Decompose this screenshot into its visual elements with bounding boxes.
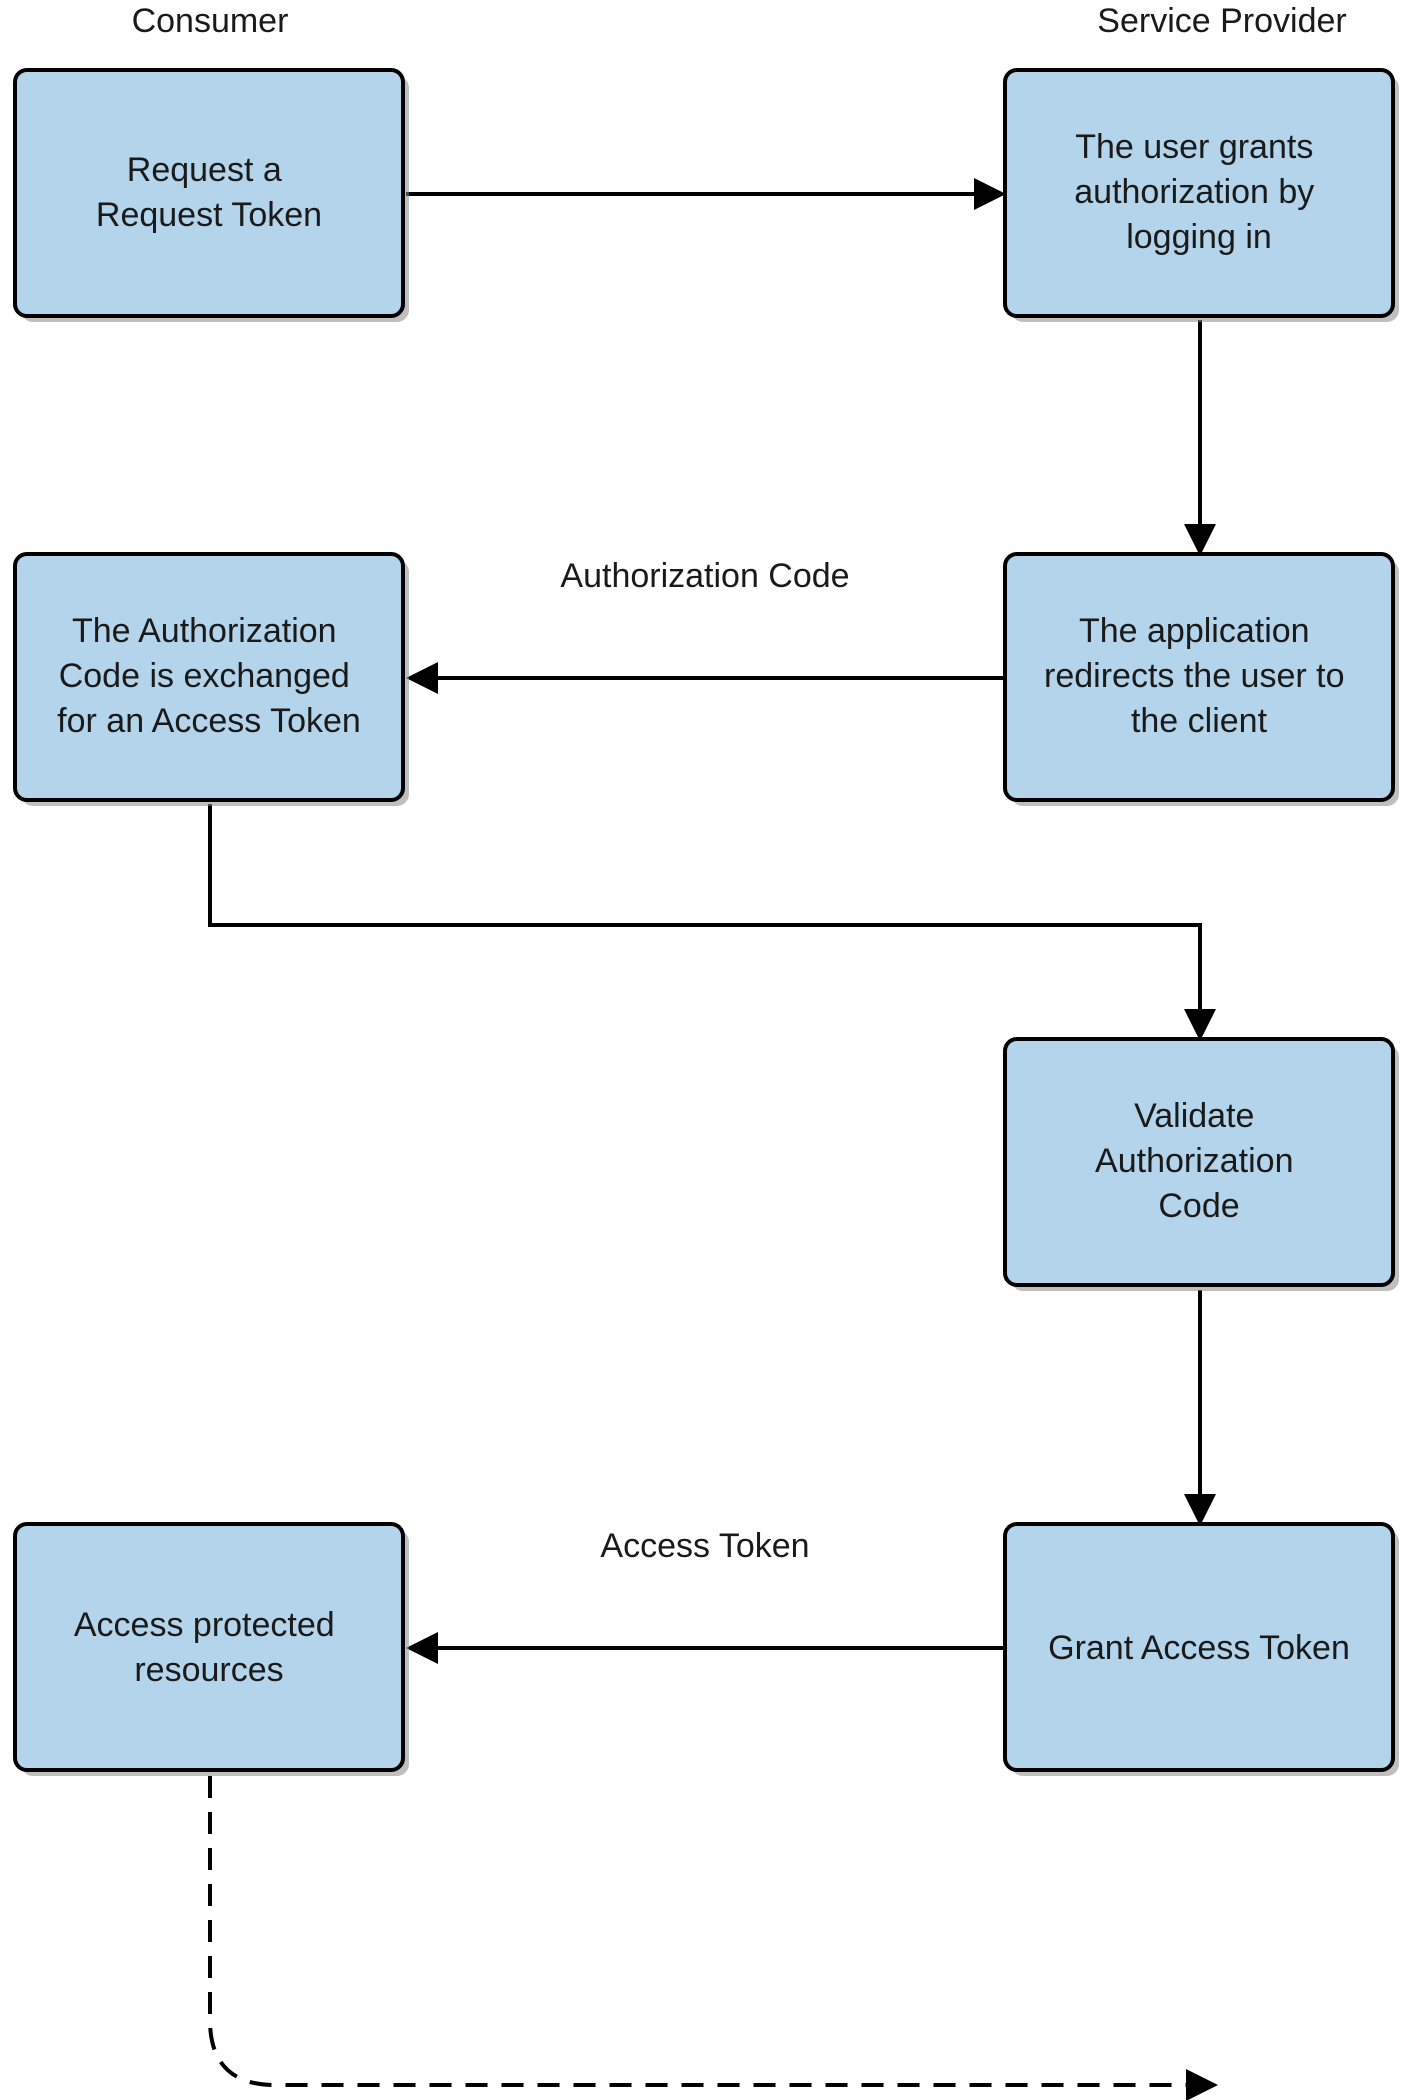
node-text-line: Access protected (74, 1606, 335, 1644)
node-text-line: logging in (1126, 218, 1272, 256)
node-text-line: The user grants (1075, 128, 1313, 166)
node-user-grants-authorization: The user grants authorization by logging… (1003, 68, 1399, 322)
svg-text:Grant Access Token: Grant Access Token (1048, 1629, 1350, 1667)
node-text-line: Authorization (1095, 1142, 1293, 1180)
node-text-line: Grant Access Token (1048, 1629, 1350, 1667)
node-text-line: redirects the user to (1044, 657, 1344, 695)
node-text-line: resources (134, 1651, 283, 1689)
arrow-exchange-to-validate (208, 804, 1216, 1041)
node-text-line: The application (1079, 612, 1310, 650)
node-exchange-code: The Authorization Code is exchanged for … (13, 552, 409, 806)
node-validate-code: Validate Authorization Code (1003, 1037, 1399, 1291)
svg-text:The Authorization Code i: The Authorization Code is exchanged for … (57, 612, 361, 740)
node-access-protected-resources: Access protected resources (13, 1522, 409, 1776)
node-text-line: Request a (127, 151, 282, 189)
edge-label-authorization-code: Authorization Code (560, 557, 849, 595)
lane-title-consumer: Consumer (132, 2, 289, 40)
node-grant-access-token: Grant Access Token (1003, 1522, 1399, 1776)
node-text-line: authorization by (1074, 173, 1314, 211)
node-redirect-to-client: The application redirects the user to th… (1003, 552, 1399, 806)
node-text-line: the client (1131, 702, 1268, 740)
svg-text:Access protected resourc: Access protected resources (74, 1606, 344, 1689)
svg-text:Request a Request Token: Request a Request Token (96, 151, 322, 234)
node-text-line: The Authorization (72, 612, 337, 650)
node-text-line: Code (1158, 1187, 1239, 1225)
node-text-line: Request Token (96, 196, 322, 234)
lane-title-service-provider: Service Provider (1097, 2, 1346, 40)
dashed-arrow-access-continues (208, 1776, 1218, 2100)
svg-text:Validate Authorization: Validate Authorization Code (1095, 1097, 1303, 1225)
node-text-line: for an Access Token (57, 702, 361, 740)
edge-label-access-token: Access Token (600, 1527, 809, 1565)
node-text-line: Code is exchanged (59, 657, 350, 695)
svg-text:The application redirect: The application redirects the user to th… (1044, 612, 1354, 740)
svg-text:The user grants authoriz: The user grants authorization by logging… (1074, 128, 1324, 256)
node-request-token: Request a Request Token (13, 68, 409, 322)
node-text-line: Validate (1134, 1097, 1254, 1135)
